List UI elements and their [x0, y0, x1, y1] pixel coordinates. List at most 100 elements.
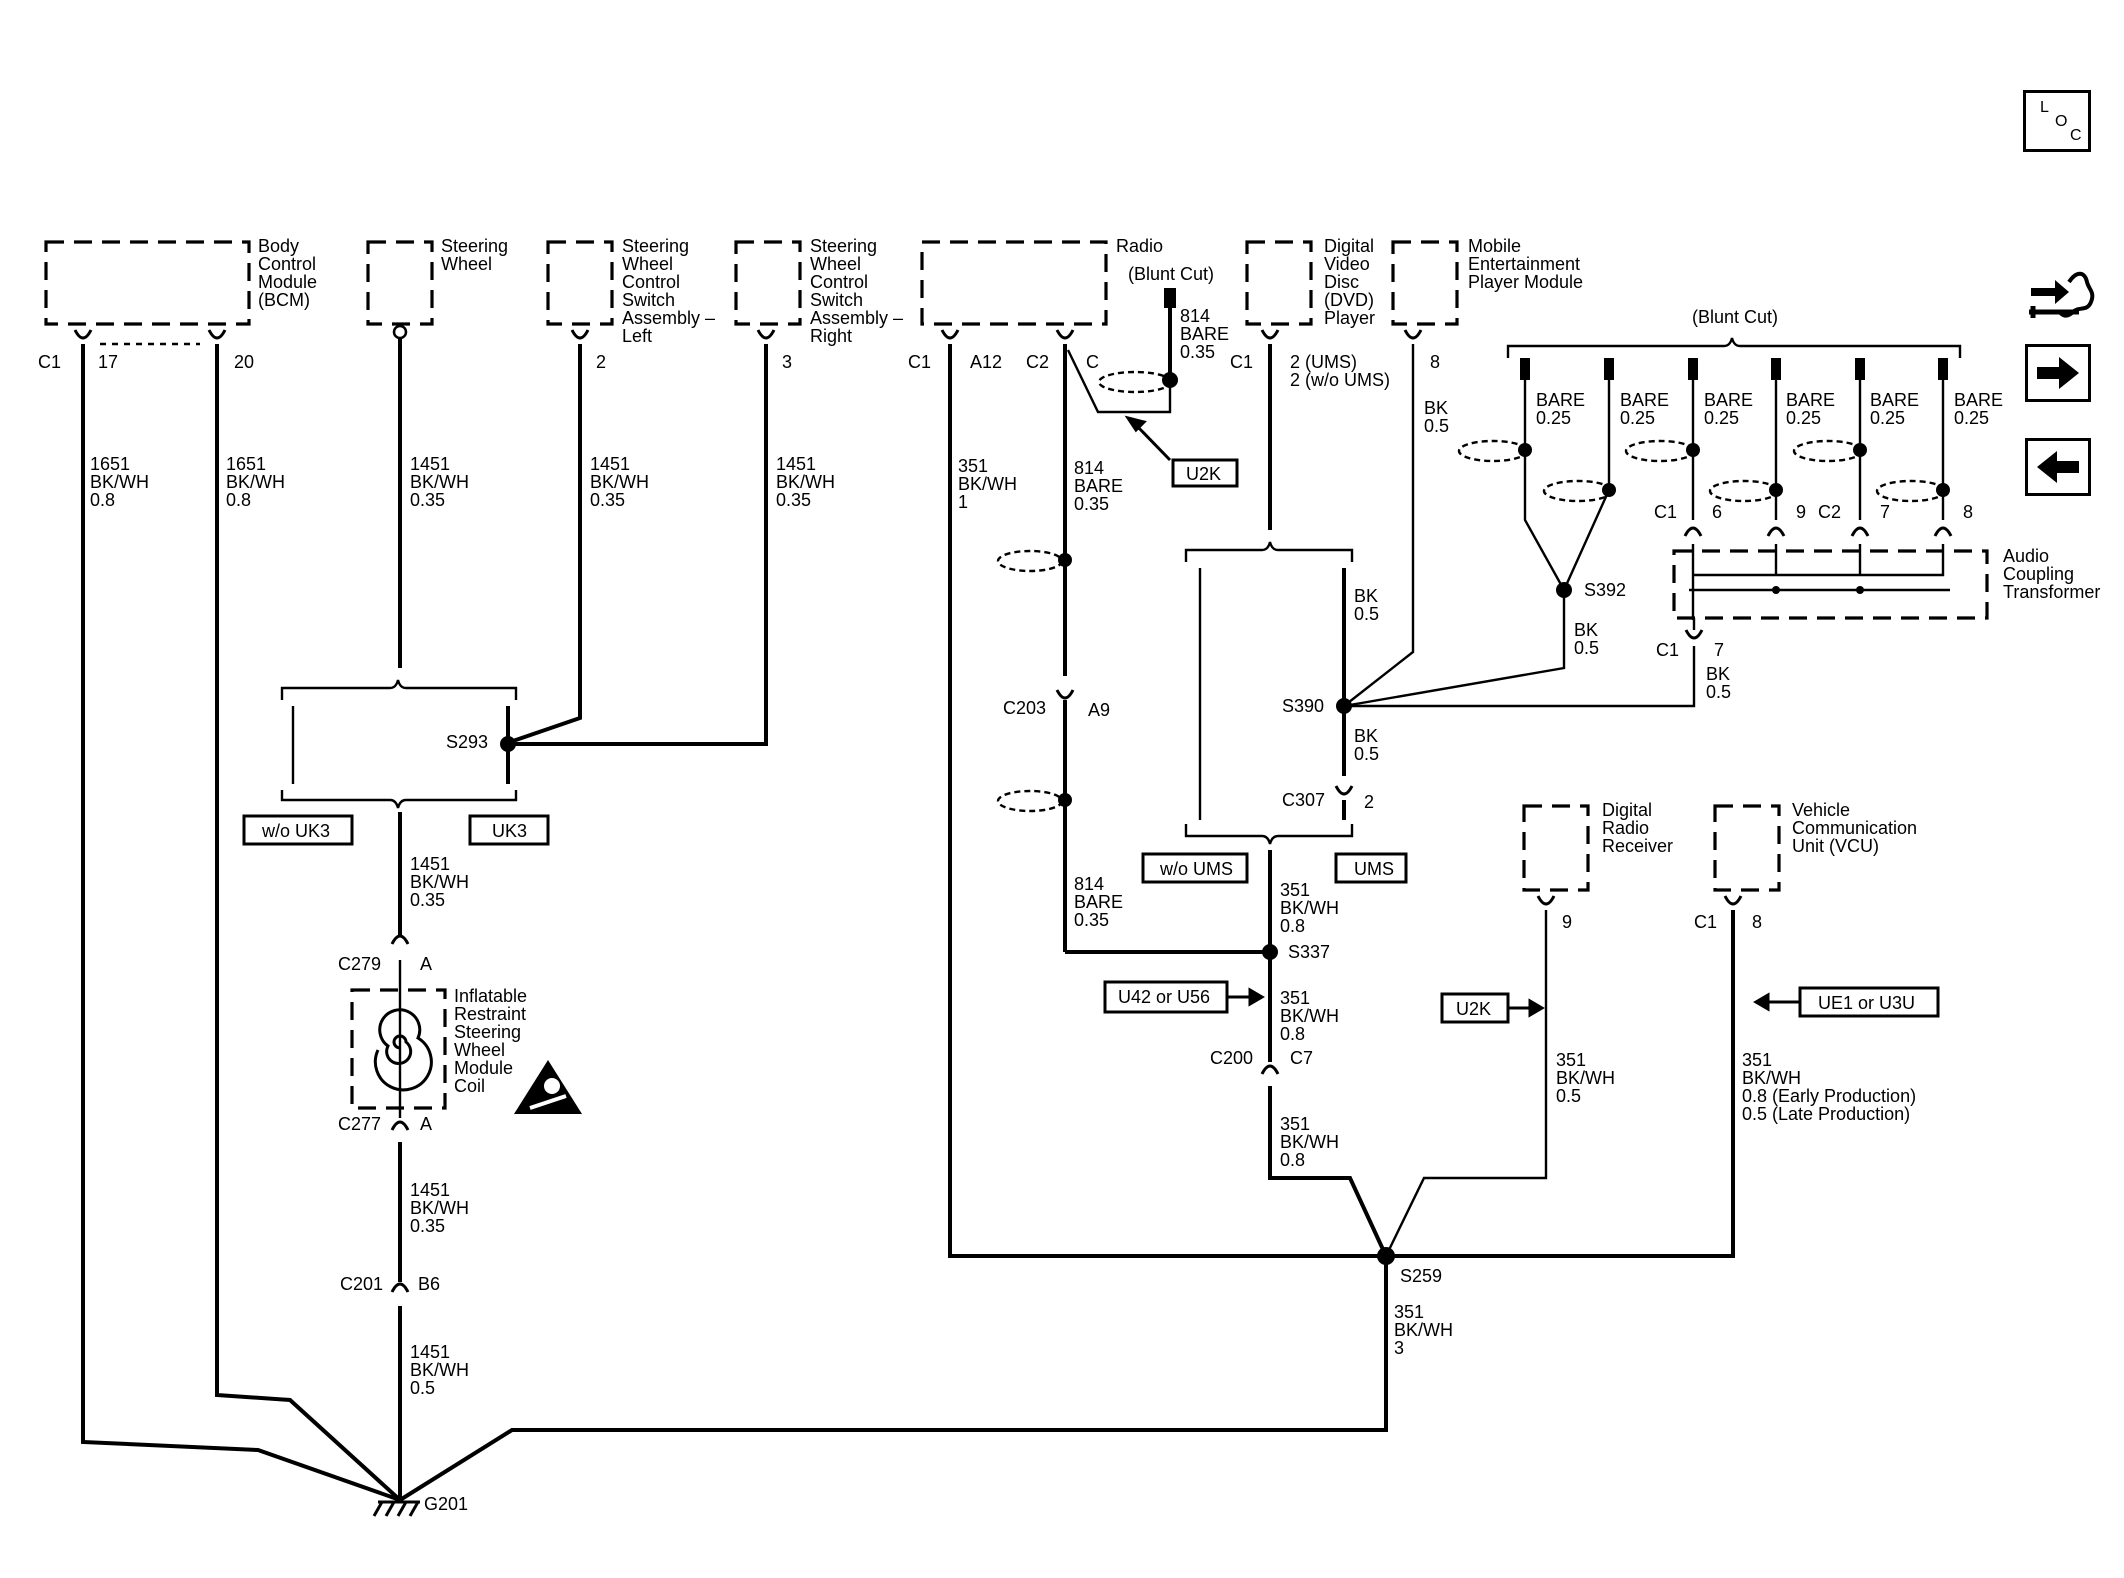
wire-label-text: BARE — [1180, 324, 1229, 344]
swcr-line: Control — [810, 272, 868, 292]
wire-bk-s392 — [1343, 590, 1566, 708]
wire-label-text: BK/WH — [1556, 1068, 1615, 1088]
shield-5 — [1792, 439, 1864, 463]
blunt-cut-radio — [1164, 288, 1176, 308]
digital-radio-label: Digital Radio Receiver — [1602, 800, 1673, 856]
wire-label-text: BK — [1424, 398, 1448, 418]
wire-label-text: 1451 — [410, 1180, 450, 1200]
wire-label-text: 0.8 — [1280, 1150, 1305, 1170]
bare-dot-2 — [1602, 483, 1616, 497]
wire-label-text: 0.8 (Early Production) — [1742, 1086, 1916, 1106]
wire-label-text: BK/WH — [776, 472, 835, 492]
wire-label-text: 351 — [1280, 1114, 1310, 1134]
pin-radio-a12: A12 — [970, 352, 1002, 372]
bcm-label: Body Control Module (BCM) — [258, 236, 317, 310]
wire-label-text: 3 — [1394, 1338, 1404, 1358]
pin-radio-c: C — [1086, 352, 1099, 372]
wire-label-text: 814 — [1074, 874, 1104, 894]
wire-label-text: 0.35 — [776, 490, 811, 510]
airbag-warning-icon — [514, 1060, 582, 1114]
shield-4 — [1708, 479, 1780, 503]
bcm-line: (BCM) — [258, 290, 310, 310]
wire-label-text: 0.35 — [1074, 910, 1109, 930]
wire-label-text: BK — [1574, 620, 1598, 640]
swc-right-box — [734, 240, 802, 326]
pin-dvd-c1: C1 — [1230, 352, 1253, 372]
coil-line: Module — [454, 1058, 513, 1078]
wire-label-text: 0.8 — [226, 490, 251, 510]
sw-line: Steering — [441, 236, 508, 256]
mep-line: Player Module — [1468, 272, 1583, 292]
c201-label: C201 — [340, 1274, 383, 1294]
coil-line: Wheel — [454, 1040, 505, 1060]
conn-c201 — [390, 1282, 410, 1293]
wire-label-text: BARE — [1954, 390, 2003, 410]
wo-ums-text: w/o UMS — [1159, 859, 1233, 879]
conn-act-9 — [1766, 526, 1786, 537]
previous-page-button[interactable] — [2025, 438, 2091, 496]
act-bracket — [1506, 337, 1962, 358]
conn-radio-a12 — [940, 329, 960, 340]
dvd-line: Disc — [1324, 272, 1359, 292]
wire-bk-mep — [1343, 344, 1415, 707]
pin-act-7-bot: 7 — [1714, 640, 1724, 660]
ums-box — [1334, 852, 1408, 884]
wire-label-text: BK/WH — [1280, 898, 1339, 918]
radio-box — [920, 240, 1108, 326]
wire-1651-a — [81, 344, 401, 1502]
wire-label-text: 1451 — [410, 1342, 450, 1362]
act-line: Coupling — [2003, 564, 2074, 584]
wire-label-text: BK — [1706, 664, 1730, 684]
next-page-button[interactable] — [2025, 344, 2091, 402]
wire-label-text: BK — [1354, 586, 1378, 606]
wire-label-text: 0.5 (Late Production) — [1742, 1104, 1910, 1124]
wo-uk3-text: w/o UK3 — [261, 821, 330, 841]
wire-1451-right — [508, 344, 768, 746]
swcl-line: Control — [622, 272, 680, 292]
blunt-cut-radio-text: (Blunt Cut) — [1128, 264, 1214, 284]
wire-label-text: BARE — [1620, 390, 1669, 410]
conn-c203 — [1055, 689, 1075, 700]
wire-label-text: BK/WH — [1394, 1320, 1453, 1340]
dvd-box — [1245, 240, 1313, 326]
c277-label: C277 — [338, 1114, 381, 1134]
drr-line: Receiver — [1602, 836, 1673, 856]
wire-label-text: BK/WH — [90, 472, 149, 492]
location-button[interactable]: L O C — [2023, 90, 2091, 152]
swcl-line: Switch — [622, 290, 675, 310]
conn-swl — [570, 329, 590, 340]
c200-pin: C7 — [1290, 1048, 1313, 1068]
wire-label-text: 0.35 — [410, 490, 445, 510]
bcm-box — [44, 240, 251, 326]
u2k-top-text: U2K — [1186, 464, 1221, 484]
conn-bcm-17 — [73, 329, 93, 340]
c203-pin: A9 — [1088, 700, 1110, 720]
conn-vcu — [1723, 895, 1743, 906]
blunt-cut-3 — [1688, 358, 1698, 380]
wire-label-text: BK/WH — [958, 474, 1017, 494]
vcu-line: Vehicle — [1792, 800, 1850, 820]
pin-dvd-2-wo: 2 (w/o UMS) — [1290, 370, 1390, 390]
act-node-1 — [1772, 586, 1780, 594]
wire-label-text: 1451 — [410, 454, 450, 474]
wire-label-text: 0.5 — [1556, 1086, 1581, 1106]
wiring-harness-button[interactable] — [2025, 262, 2097, 332]
wire-label-text: 0.5 — [1424, 416, 1449, 436]
act-internal — [1691, 544, 1945, 620]
pin-dvd-2-ums: 2 (UMS) — [1290, 352, 1357, 372]
wire-label-text: 1451 — [776, 454, 816, 474]
wire-351-radio — [948, 344, 1386, 1258]
conn-c279 — [390, 934, 410, 945]
c307-label: C307 — [1282, 790, 1325, 810]
wire-label-text: 0.8 — [1280, 916, 1305, 936]
c200-label: C200 — [1210, 1048, 1253, 1068]
pin-act-c1: C1 — [1654, 502, 1677, 522]
wire-label-text: 0.25 — [1954, 408, 1989, 428]
shield-1 — [1457, 439, 1529, 463]
wire-351-c200 — [1268, 1086, 1388, 1257]
ue1-text: UE1 or U3U — [1818, 993, 1915, 1013]
shield-6 — [1875, 479, 1947, 503]
conn-dvd — [1260, 329, 1280, 340]
s390-label: S390 — [1282, 696, 1324, 716]
